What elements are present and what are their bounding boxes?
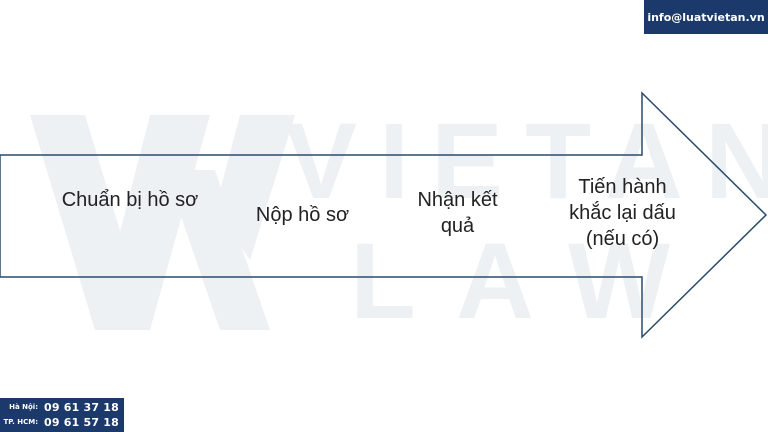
step-engrave-seal: Tiến hành khắc lại dấu (nếu có) (569, 176, 676, 250)
hotline-city-hanoi: Hà Nội: (9, 403, 38, 411)
watermark-text-bottom: LAW (350, 220, 710, 341)
watermark-text-top: VIETAN (285, 100, 768, 221)
step-submit-documents: Nộp hồ sơ (255, 204, 350, 226)
hotline-city-hcm: TP. HCM: (3, 418, 38, 426)
hotline-number-hanoi[interactable]: 09 61 37 18 18 (44, 401, 139, 414)
step-receive-results: Nhận kết quả (417, 189, 498, 237)
hotline-number-hcm[interactable]: 09 61 57 18 18 (44, 416, 139, 429)
arrow-shape (0, 91, 768, 339)
email-text[interactable]: info@luatvietan.vn (647, 10, 765, 24)
step-prepare-documents: Chuẩn bị hồ sơ (61, 189, 199, 211)
hotline-row-hcm: TP. HCM: 09 61 57 18 18 (0, 416, 139, 431)
hotline-row-hanoi: Hà Nội: 09 61 37 18 18 (0, 401, 138, 416)
hotline-box: Hà Nội: 09 61 37 18 18 TP. HCM: 09 61 57… (0, 398, 139, 432)
email-badge[interactable]: info@luatvietan.vn (644, 0, 768, 34)
